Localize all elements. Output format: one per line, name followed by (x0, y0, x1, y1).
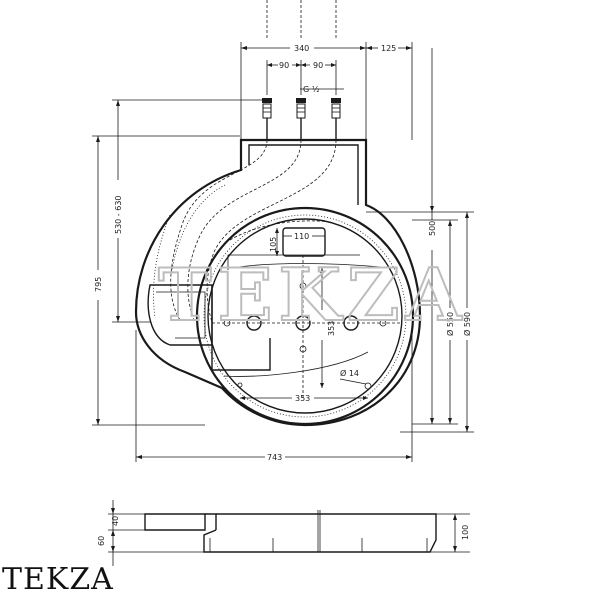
dim-label-90-right: 90 (313, 61, 323, 70)
basin (147, 206, 415, 426)
dim-label-530-630: 530 - 630 (114, 195, 123, 234)
dim-right: 500 Ø 550 Ø 590 (366, 48, 474, 433)
watermark-logo: TEKZA (158, 252, 467, 337)
inner-recess: 105 110 (269, 227, 326, 257)
dim-label-125: 125 (381, 44, 396, 53)
dim-bottom-743: 743 (135, 330, 413, 462)
side-view: 40 60 100 (97, 500, 470, 566)
dim-label-dia-550: Ø 550 (445, 312, 455, 336)
dim-inner-353: 353 353 Ø 14 (240, 268, 368, 403)
dim-label-340: 340 (294, 44, 309, 53)
dim-label-795: 795 (94, 277, 103, 292)
dim-label-100: 100 (461, 525, 470, 540)
dim-label-90-left: 90 (279, 61, 289, 70)
dim-label-dia-590: Ø 590 (462, 312, 472, 336)
dim-label-743: 743 (267, 453, 282, 462)
dim-label-105: 105 (269, 237, 278, 252)
dim-label-353-vertical: 353 (327, 321, 336, 336)
dim-label-thread: G ½ (303, 85, 320, 94)
dim-pitch-90: 90 90 G ½ (266, 60, 344, 95)
water-connections (262, 98, 341, 140)
dim-left-530-630: 530 - 630 (112, 99, 268, 323)
dim-label-110: 110 (294, 232, 309, 241)
pipe-centerlines (266, 0, 337, 40)
dim-label-hole-14: Ø 14 (340, 368, 359, 378)
dim-label-500: 500 (428, 221, 437, 236)
dim-top-340: 340 125 (240, 42, 413, 140)
basin-holes (212, 255, 400, 400)
dim-label-353-horizontal: 353 (295, 394, 310, 403)
dim-label-40: 40 (111, 516, 120, 526)
dim-label-60: 60 (97, 536, 106, 546)
dim-left-795: 795 (92, 135, 240, 426)
brand-logo-text: TEKZA (2, 562, 114, 597)
